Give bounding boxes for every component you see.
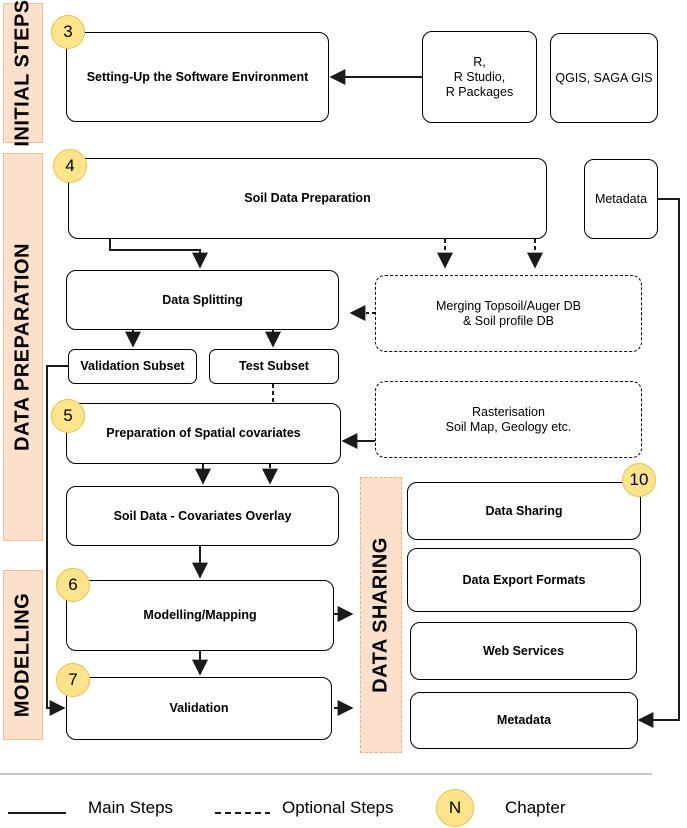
metadata-input-box: Metadata — [584, 159, 658, 239]
r-tools-label: R, R Studio, R Packages — [445, 54, 514, 99]
data-export-formats-label: Data Export Formats — [462, 572, 586, 587]
legend-chapter-badge: N — [436, 789, 474, 827]
section-data-sharing: DATA SHARING — [360, 477, 402, 753]
covariates-overlay-box: Soil Data - Covariates Overlay — [66, 486, 339, 546]
data-export-formats-box: Data Export Formats — [407, 548, 641, 612]
modelling-mapping-label: Modelling/Mapping — [143, 608, 257, 622]
metadata-output-label: Metadata — [496, 713, 552, 727]
validation-label: Validation — [169, 701, 229, 715]
merging-db-box: Merging Topsoil/Auger DB & Soil profile … — [375, 275, 642, 352]
soil-data-preparation-label: Soil Data Preparation — [244, 191, 371, 205]
data-splitting-box: Data Splitting — [66, 270, 339, 330]
web-services-box: Web Services — [410, 622, 637, 680]
covariates-overlay-label: Soil Data - Covariates Overlay — [113, 508, 292, 523]
section-initial-steps: INITIAL STEPS — [3, 0, 43, 147]
section-modelling: MODELLING — [3, 570, 43, 740]
legend-chapter: Chapter — [505, 798, 566, 817]
modelling-mapping-box: Modelling/Mapping — [66, 580, 334, 651]
arrow-metadata-to-metadata — [637, 198, 680, 728]
setup-software-box: Setting-Up the Software Environment — [66, 32, 329, 122]
validation-box: Validation — [66, 677, 332, 740]
test-subset-label: Test Subset — [239, 359, 309, 373]
metadata-input-label: Metadata — [594, 191, 648, 206]
validation-subset-label: Validation Subset — [80, 359, 185, 373]
gis-tools-label: QGIS, SAGA GIS — [555, 70, 653, 85]
data-sharing-label: Data Sharing — [485, 503, 563, 518]
legend-main-steps: Main Steps — [88, 798, 174, 817]
web-services-label: Web Services — [482, 643, 565, 658]
rasterisation-box: Rasterisation Soil Map, Geology etc. — [375, 381, 642, 458]
section-data-preparation: DATA PREPARATION — [3, 153, 43, 541]
data-sharing-box: Data Sharing — [407, 482, 641, 540]
soil-data-preparation-box: Soil Data Preparation — [68, 158, 547, 239]
setup-software-label: Setting-Up the Software Environment — [86, 69, 309, 84]
spatial-covariates-box: Preparation of Spatial covariates — [66, 403, 341, 464]
data-splitting-label: Data Splitting — [162, 292, 243, 307]
chapter-badge-setup: 3 — [51, 15, 85, 49]
test-subset-box: Test Subset — [209, 349, 339, 384]
chapter-badge-covariates: 5 — [51, 399, 85, 433]
chapter-badge-validation: 7 — [56, 663, 90, 697]
gis-tools-box: QGIS, SAGA GIS — [550, 33, 658, 123]
arrow-prep-to-splitting — [109, 239, 208, 269]
rasterisation-label: Rasterisation Soil Map, Geology etc. — [445, 404, 572, 434]
chapter-badge-sharing: 10 — [622, 463, 656, 497]
chapter-badge-soil-prep: 4 — [53, 149, 87, 183]
validation-subset-box: Validation Subset — [68, 349, 197, 384]
spatial-covariates-label: Preparation of Spatial covariates — [106, 426, 301, 440]
merging-db-label: Merging Topsoil/Auger DB & Soil profile … — [436, 298, 581, 328]
arrow-validation-subset-to-validation — [46, 365, 68, 716]
chapter-badge-modelling: 6 — [56, 568, 90, 602]
r-tools-box: R, R Studio, R Packages — [422, 31, 537, 123]
metadata-output-box: Metadata — [410, 692, 638, 749]
legend-optional-steps: Optional Steps — [282, 798, 394, 817]
